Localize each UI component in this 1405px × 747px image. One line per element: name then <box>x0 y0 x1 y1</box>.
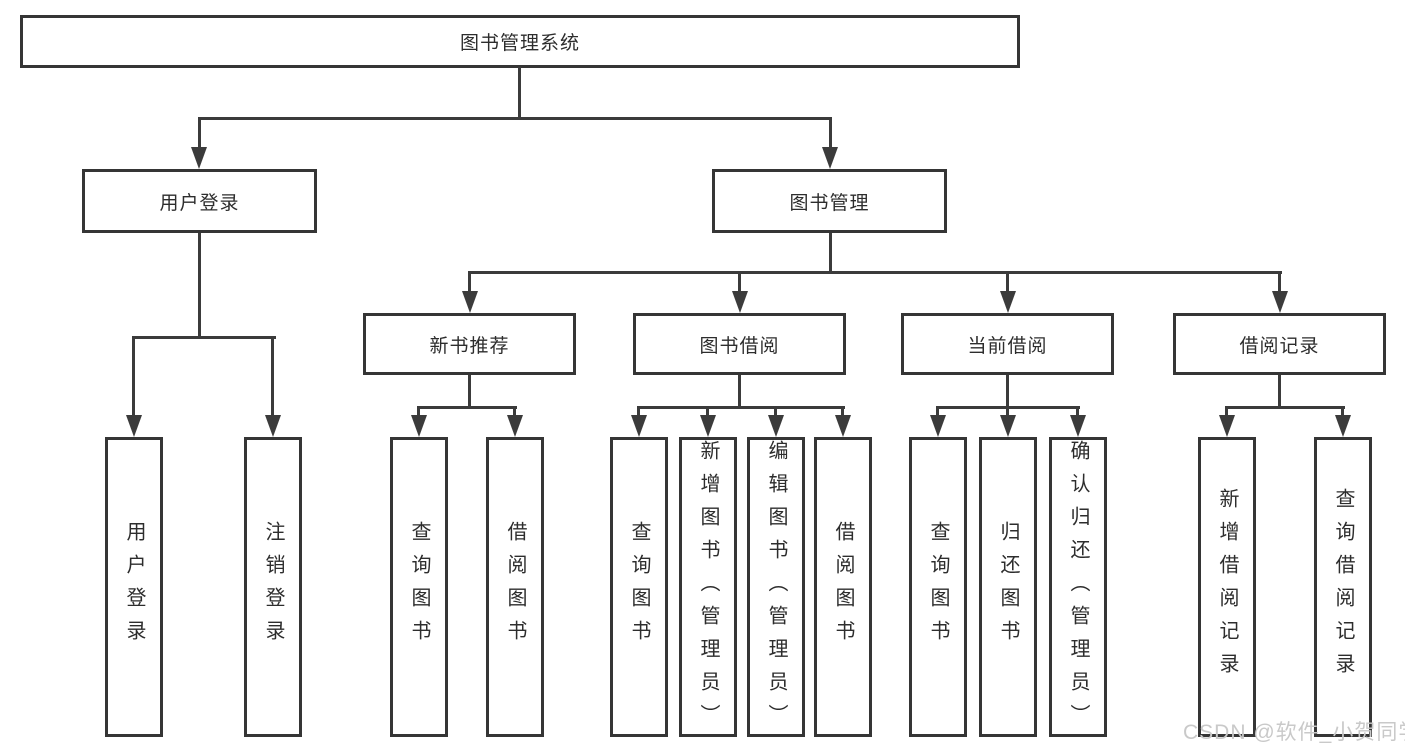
node-borrow-record: 借阅记录 <box>1173 313 1386 375</box>
connector-line <box>738 375 741 409</box>
arrow-down-icon <box>265 415 281 437</box>
connector-line <box>417 406 420 417</box>
leaf-newbook-query: 查询图书 <box>390 437 448 737</box>
node-new-book-recommend-label: 新书推荐 <box>429 335 510 357</box>
connector-line <box>1076 406 1079 417</box>
arrow-down-icon <box>462 291 478 313</box>
connector-line <box>417 406 517 409</box>
arrow-down-icon <box>835 415 851 437</box>
leaf-record-query: 查询借阅记录 <box>1314 437 1372 737</box>
connector-line <box>936 406 939 417</box>
connector-line <box>1006 271 1009 293</box>
node-root-label: 图书管理系统 <box>459 33 580 54</box>
connector-line <box>706 406 709 417</box>
leaf-user-login: 用户登录 <box>105 437 163 737</box>
arrow-down-icon <box>1000 415 1016 437</box>
leaf-record-add: 新增借阅记录 <box>1198 437 1256 737</box>
connector-line <box>513 406 516 417</box>
connector-line <box>468 271 1282 274</box>
connector-line <box>468 375 471 409</box>
arrow-down-icon <box>732 291 748 313</box>
node-user-login-label: 用户登录 <box>159 192 240 214</box>
leaf-borrow-query-label: 查询图书 <box>628 521 650 653</box>
connector-line <box>829 233 832 274</box>
leaf-confirm-return-admin-label: 确认归还（管理员） <box>1067 440 1089 737</box>
node-current-borrow: 当前借阅 <box>901 313 1114 375</box>
arrow-down-icon <box>631 415 647 437</box>
node-borrow-record-label: 借阅记录 <box>1239 335 1320 357</box>
connector-line <box>1341 406 1344 417</box>
leaf-borrow-edit-admin: 编辑图书（管理员） <box>747 437 805 737</box>
connector-line <box>198 117 832 120</box>
leaf-borrow-add-admin-label: 新增图书（管理员） <box>697 440 719 737</box>
leaf-current-query: 查询图书 <box>909 437 967 737</box>
node-root-system: 图书管理系统 <box>20 15 1020 68</box>
arrow-down-icon <box>191 147 207 169</box>
arrow-down-icon <box>411 415 427 437</box>
connector-line <box>518 67 521 118</box>
leaf-borrow-book-label: 借阅图书 <box>832 521 854 653</box>
leaf-newbook-borrow: 借阅图书 <box>486 437 544 737</box>
leaf-confirm-return-admin: 确认归还（管理员） <box>1049 437 1107 737</box>
arrow-down-icon <box>1272 291 1288 313</box>
node-current-borrow-label: 当前借阅 <box>967 335 1048 357</box>
leaf-borrow-book: 借阅图书 <box>814 437 872 737</box>
connector-line <box>132 336 135 417</box>
connector-line <box>198 233 201 339</box>
node-user-login: 用户登录 <box>82 169 317 233</box>
connector-line <box>1225 406 1228 417</box>
connector-line <box>1278 375 1281 409</box>
leaf-current-query-label: 查询图书 <box>927 521 949 653</box>
arrow-down-icon <box>822 147 838 169</box>
leaf-borrow-edit-admin-label: 编辑图书（管理员） <box>765 440 787 737</box>
arrow-down-icon <box>1000 291 1016 313</box>
connector-line <box>1006 375 1009 409</box>
arrow-down-icon <box>1335 415 1351 437</box>
connector-line <box>198 117 201 149</box>
connector-line <box>637 406 845 409</box>
leaf-record-add-label: 新增借阅记录 <box>1216 488 1238 686</box>
arrow-down-icon <box>507 415 523 437</box>
leaf-logout: 注销登录 <box>244 437 302 737</box>
leaf-record-query-label: 查询借阅记录 <box>1332 488 1354 686</box>
connector-line <box>774 406 777 417</box>
connector-line <box>132 336 276 339</box>
leaf-borrow-add-admin: 新增图书（管理员） <box>679 437 737 737</box>
connector-line <box>637 406 640 417</box>
connector-line <box>829 117 832 149</box>
leaf-logout-label: 注销登录 <box>262 521 284 653</box>
csdn-watermark: CSDN @软件_小贺同学 <box>1183 721 1405 744</box>
connector-line <box>841 406 844 417</box>
arrow-down-icon <box>126 415 142 437</box>
node-book-management-label: 图书管理 <box>789 192 870 214</box>
connector-line <box>468 271 471 293</box>
arrow-down-icon <box>1070 415 1086 437</box>
leaf-return-book: 归还图书 <box>979 437 1037 737</box>
arrow-down-icon <box>700 415 716 437</box>
connector-line <box>271 336 274 417</box>
connector-line <box>1006 406 1009 417</box>
arrow-down-icon <box>930 415 946 437</box>
connector-line <box>1278 271 1281 293</box>
arrow-down-icon <box>768 415 784 437</box>
node-book-management: 图书管理 <box>712 169 947 233</box>
leaf-return-book-label: 归还图书 <box>997 521 1019 653</box>
connector-line <box>738 271 741 293</box>
connector-line <box>1225 406 1345 409</box>
node-book-borrow-label: 图书借阅 <box>699 335 780 357</box>
node-book-borrow: 图书借阅 <box>633 313 846 375</box>
leaf-user-login-label: 用户登录 <box>123 521 145 653</box>
node-new-book-recommend: 新书推荐 <box>363 313 576 375</box>
leaf-borrow-query: 查询图书 <box>610 437 668 737</box>
leaf-newbook-borrow-label: 借阅图书 <box>504 521 526 653</box>
leaf-newbook-query-label: 查询图书 <box>408 521 430 653</box>
arrow-down-icon <box>1219 415 1235 437</box>
